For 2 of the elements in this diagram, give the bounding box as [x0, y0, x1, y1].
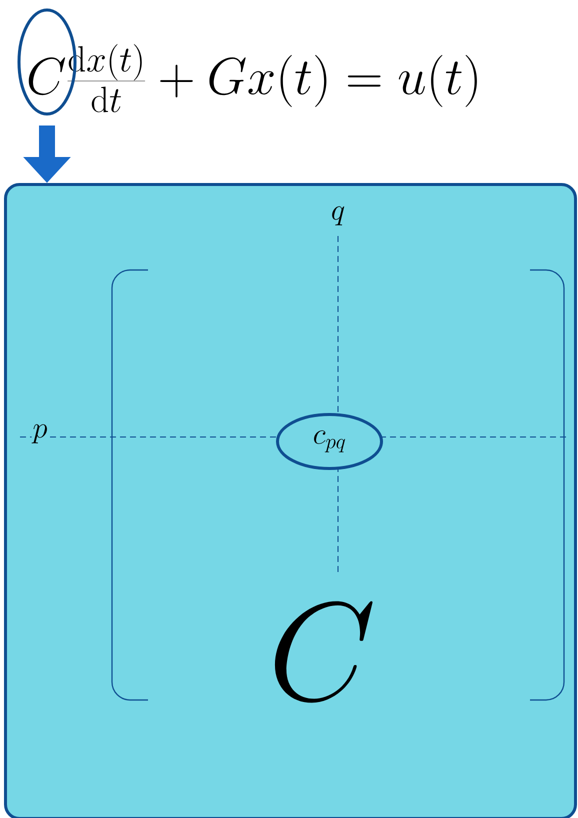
index-label: $p$: [32, 424, 48, 444]
index-label: $q$: [330, 206, 346, 226]
